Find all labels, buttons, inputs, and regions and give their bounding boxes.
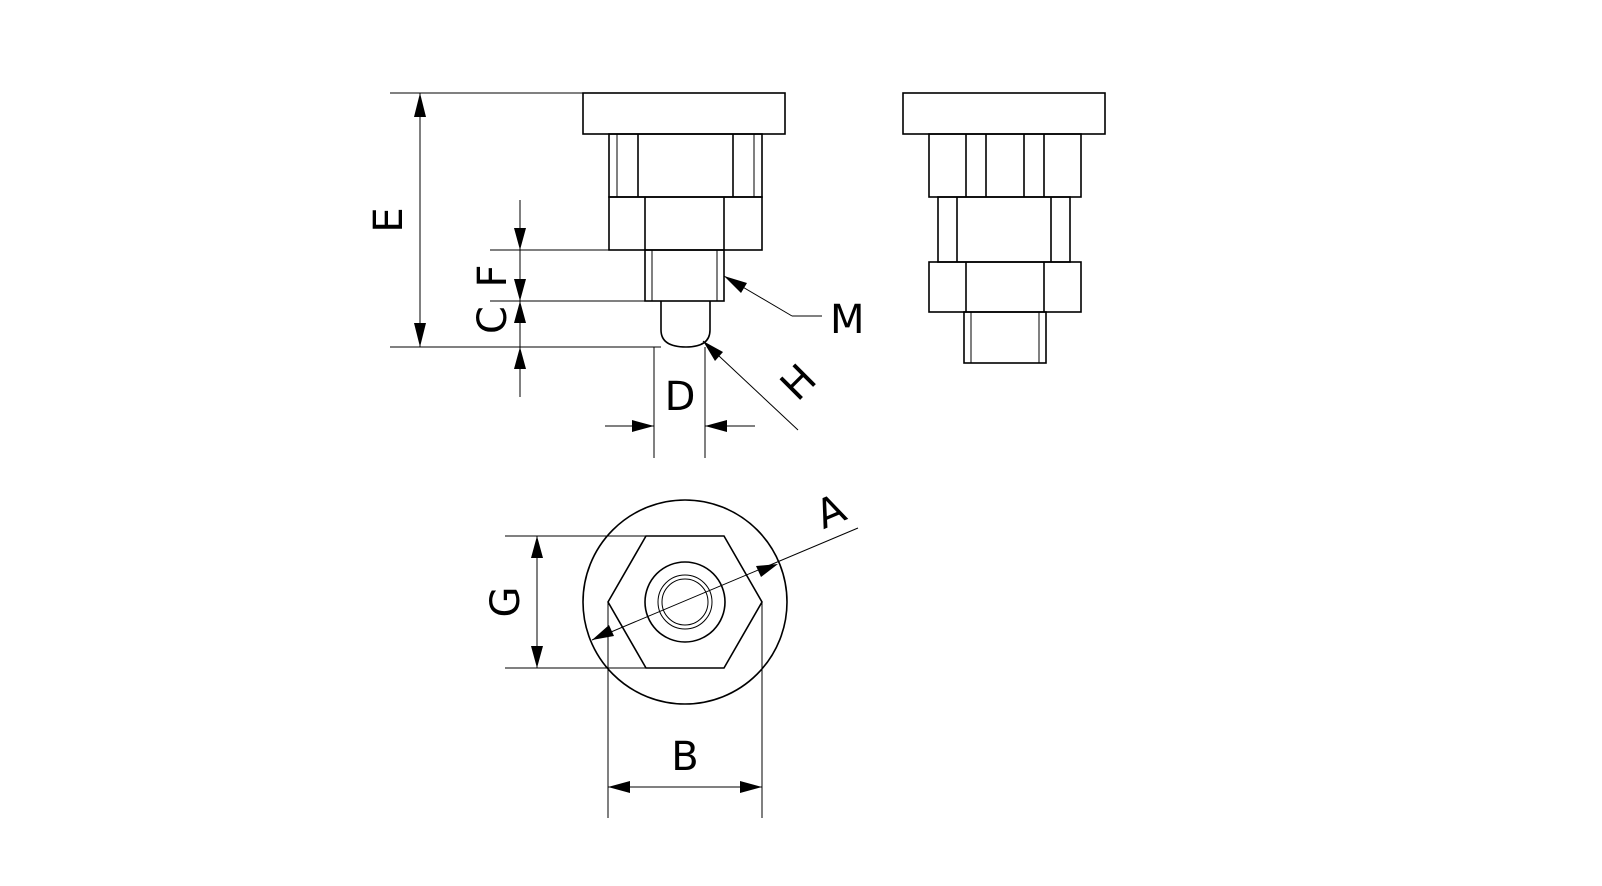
label-g: G — [483, 587, 529, 618]
dimension-e — [390, 92, 661, 348]
dimension-a — [591, 527, 859, 641]
label-b: B — [671, 734, 698, 780]
label-h: H — [772, 356, 826, 410]
label-d: D — [665, 374, 696, 420]
label-a: A — [809, 485, 853, 538]
leader-m — [723, 275, 822, 317]
label-e: E — [366, 207, 412, 232]
label-c: C — [470, 306, 516, 334]
front-view — [582, 92, 786, 348]
label-f: F — [470, 264, 516, 287]
bottom-view — [582, 499, 788, 705]
side-view — [902, 92, 1106, 364]
label-m: M — [830, 297, 865, 343]
dimension-f — [490, 200, 645, 302]
dimension-c — [514, 301, 526, 397]
dimension-g — [505, 535, 646, 669]
dimension-b — [607, 602, 763, 818]
leader-h — [702, 340, 799, 431]
dimension-d — [605, 347, 755, 458]
